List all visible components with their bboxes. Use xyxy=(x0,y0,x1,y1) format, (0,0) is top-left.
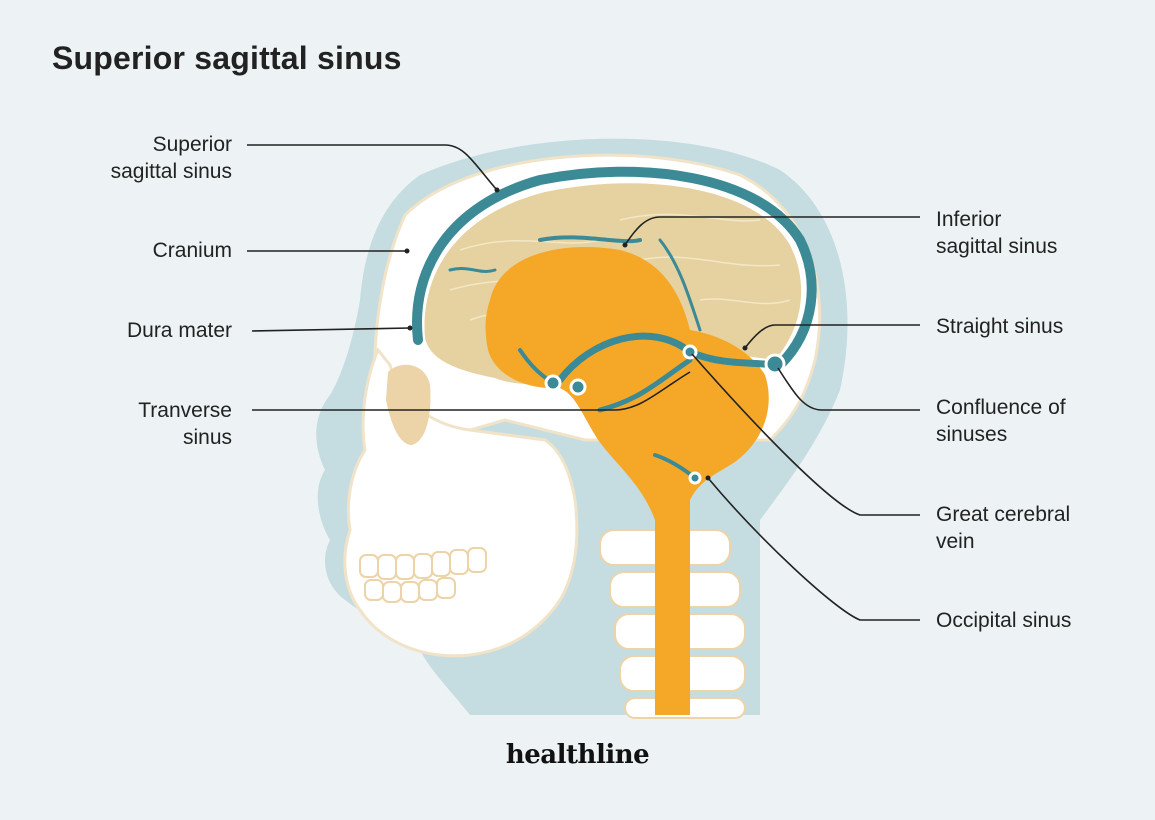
label-line: sagittal sinus xyxy=(110,160,232,183)
label-line: Occipital sinus xyxy=(936,609,1072,632)
label-line: Superior xyxy=(152,133,232,156)
teeth xyxy=(359,547,487,603)
label-straight-sinus: Straight sinus xyxy=(936,313,1063,340)
label-superior-sagittal-sinus: Superior sagittal sinus xyxy=(111,131,232,185)
label-line: Straight sinus xyxy=(936,315,1064,338)
brainstem-and-cerebellum xyxy=(485,247,769,715)
leader-confluence-of-sinuses xyxy=(777,367,920,411)
leader-dura-mater xyxy=(251,327,411,332)
leader-superior-sagittal-sinus xyxy=(247,144,498,191)
label-cranium: Cranium xyxy=(153,237,232,264)
label-great-cerebral-vein: Great cerebral vein xyxy=(936,501,1070,555)
label-dura-mater: Dura mater xyxy=(127,317,232,344)
label-inferior-sagittal-sinus: Inferior sagittal sinus xyxy=(936,206,1057,260)
label-line: Dura mater xyxy=(126,319,232,342)
leader-occipital-sinus xyxy=(707,477,920,621)
label-line: Cranium xyxy=(152,239,232,262)
label-transverse-sinus: Tranverse sinus xyxy=(138,397,232,451)
leader-great-cerebral-vein xyxy=(691,353,920,516)
label-line: sinuses xyxy=(936,423,1008,446)
leader-transverse-sinus xyxy=(252,371,691,411)
leader-straight-sinus xyxy=(744,324,920,349)
label-line: Great cerebral xyxy=(936,503,1071,526)
leader-lines xyxy=(247,144,920,621)
leader-inferior-sagittal-sinus xyxy=(624,216,920,246)
healthline-logo: healthline xyxy=(505,740,650,770)
diagram-title: Superior sagittal sinus xyxy=(52,40,402,76)
label-line: sagittal sinus xyxy=(936,235,1058,258)
sinus-nodes xyxy=(544,344,786,485)
label-line: Tranverse xyxy=(138,399,232,422)
superior-sagittal-sinus-path xyxy=(412,166,817,370)
label-line: Confluence of xyxy=(936,396,1066,419)
eye-socket xyxy=(386,364,431,445)
label-line: Inferior xyxy=(936,208,1002,231)
label-occipital-sinus: Occipital sinus xyxy=(936,607,1071,634)
label-confluence-of-sinuses: Confluence of sinuses xyxy=(936,394,1066,448)
label-line: vein xyxy=(936,530,975,553)
label-line: sinus xyxy=(182,426,232,449)
